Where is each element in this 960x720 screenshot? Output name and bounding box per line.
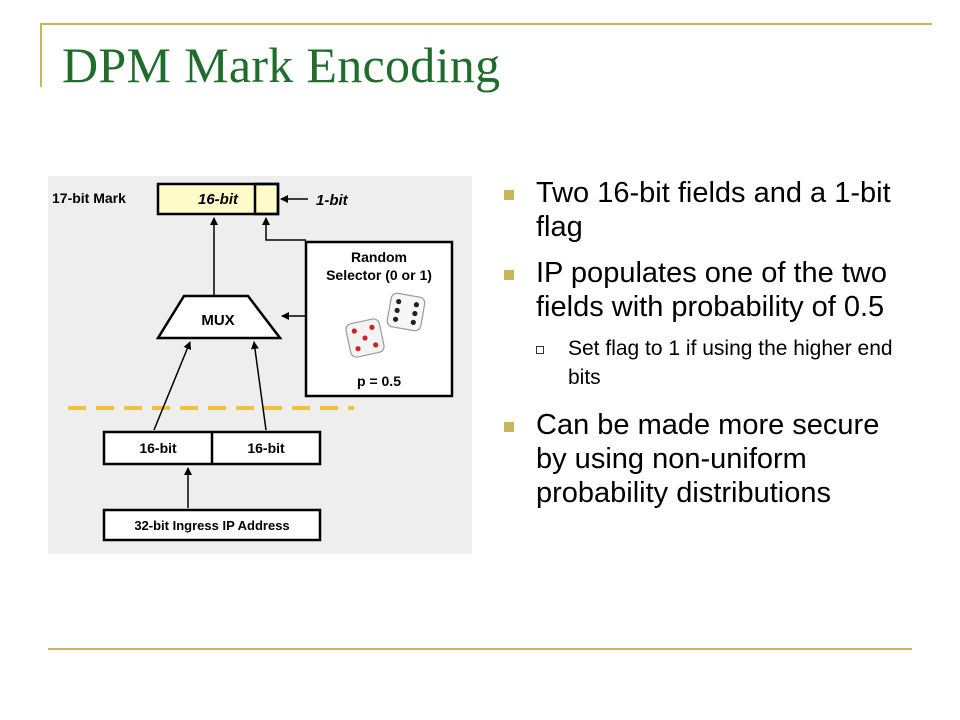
field-a-to-mux-arrow	[153, 341, 192, 431]
random-selector-box	[304, 240, 454, 398]
ingress-ip-label: 32-bit Ingress IP Address	[134, 518, 289, 533]
selector-title-line1: Random	[351, 249, 407, 265]
bullet-marker-icon	[504, 190, 514, 200]
bullet-text: IP populates one of the two fields with …	[536, 257, 887, 323]
selector-probability: p = 0.5	[357, 373, 401, 389]
bullet-marker-icon	[504, 422, 514, 432]
bullet-item: IP populates one of the two fields with …	[498, 256, 898, 324]
field-a-label: 16-bit	[139, 440, 177, 456]
field-b-to-mux-arrow	[250, 341, 267, 431]
bullet-item: Two 16-bit fields and a 1-bit flag	[498, 176, 898, 244]
flag-label: 1-bit	[316, 192, 349, 209]
bottom-accent-line	[48, 648, 912, 650]
bullet-text: Two 16-bit fields and a 1-bit flag	[536, 177, 891, 243]
slide-title: DPM Mark Encoding	[62, 37, 501, 93]
bullet-marker-icon	[504, 270, 514, 280]
mark-16bit-field	[156, 182, 280, 216]
selector-title-line2: Selector (0 or 1)	[326, 267, 432, 283]
mark-16bit-label: 16-bit	[198, 191, 239, 208]
bullet-list: Two 16-bit fields and a 1-bit flag IP po…	[498, 176, 898, 522]
sub-bullet-item: Set flag to 1 if using the higher end bi…	[498, 334, 898, 392]
sub-bullet-text: Set flag to 1 if using the higher end bi…	[568, 337, 893, 389]
top-accent-line	[40, 23, 932, 25]
bullet-text: Can be made more secure by using non-uni…	[536, 409, 880, 509]
mux-block	[155, 294, 283, 340]
sub-bullet-marker-icon	[536, 346, 544, 354]
left-accent-bar	[40, 23, 42, 87]
bullet-item: Can be made more secure by using non-uni…	[498, 408, 898, 510]
ingress-ip-box	[102, 508, 322, 542]
selector-to-flag-arrow	[262, 217, 306, 241]
mux-label: MUX	[201, 312, 234, 329]
field-b-label: 16-bit	[247, 440, 285, 456]
mark-label: 17-bit Mark	[52, 190, 126, 206]
dpm-encoding-diagram: 17-bit Mark 16-bit 1-bit Random Selector…	[48, 176, 472, 554]
mark-flag-cell	[253, 182, 280, 216]
dice-icon	[345, 292, 426, 358]
